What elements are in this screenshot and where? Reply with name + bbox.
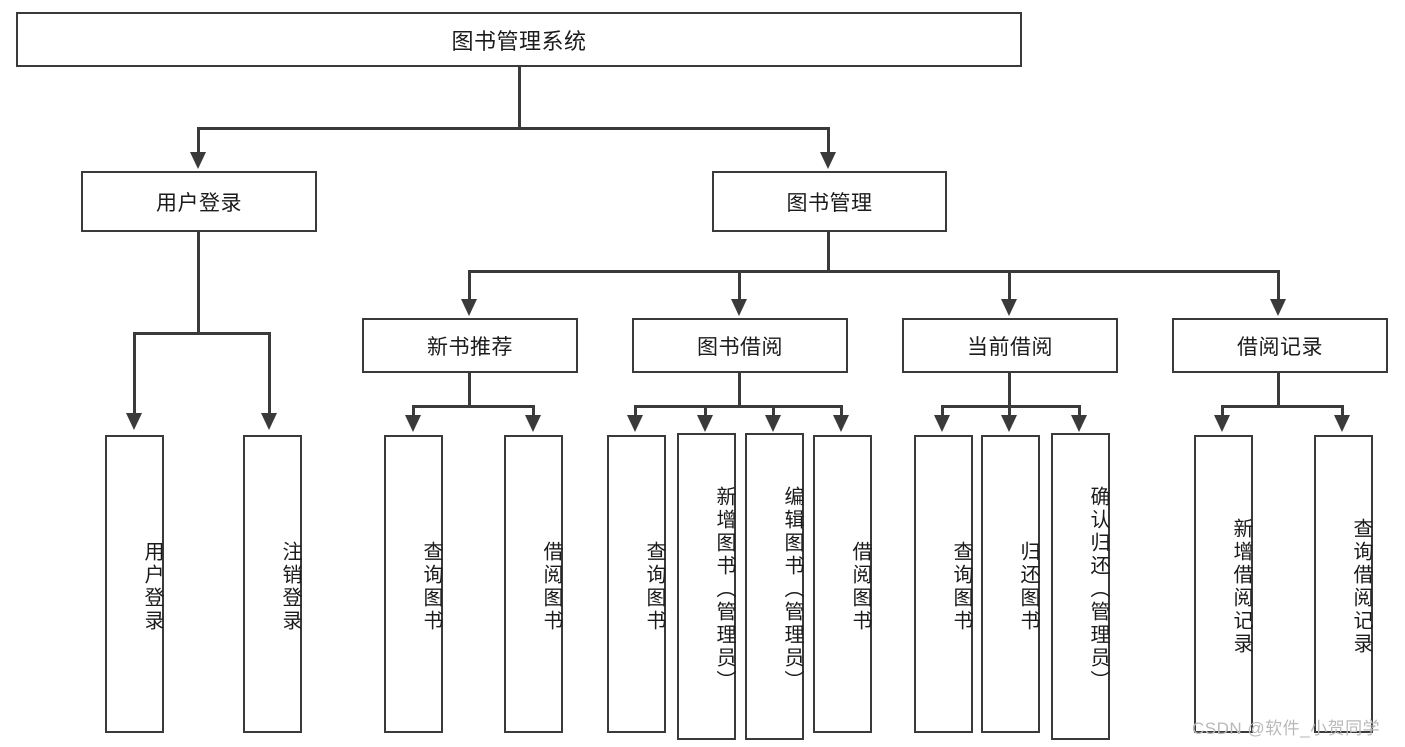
arrow-to-leaf-confirm-return [1071, 415, 1087, 432]
arrow-to-leaf-query-book-c [934, 415, 950, 432]
leaf-borrow-book-recommend[interactable]: 借阅图书 [504, 435, 563, 733]
node-borrow-record[interactable]: 借阅记录 [1172, 318, 1388, 373]
arrow-to-leaf-borrow-book-a [525, 415, 541, 432]
edge-user-login-bus [133, 332, 270, 335]
arrow-to-leaf-user-login [126, 413, 142, 430]
leaf-query-book-borrow[interactable]: 查询图书 [607, 435, 666, 733]
edge-record-drop-1 [1341, 405, 1344, 417]
edge-current-stem [1008, 373, 1011, 406]
arrow-to-current-borrow [1001, 299, 1017, 316]
edge-level1-drop-right [827, 127, 830, 153]
edge-current-drop-0 [941, 405, 944, 417]
leaf-edit-book-admin[interactable]: 编辑图书（管理员） [745, 433, 804, 740]
arrow-to-new-book-recommend [461, 299, 477, 316]
edge-current-bus [941, 405, 1081, 408]
arrow-to-borrow-record [1270, 299, 1286, 316]
leaf-add-book-admin[interactable]: 新增图书（管理员） [677, 433, 736, 740]
node-current-borrow[interactable]: 当前借阅 [902, 318, 1118, 373]
arrow-to-book-borrow [731, 299, 747, 316]
node-new-book-recommend[interactable]: 新书推荐 [362, 318, 578, 373]
edge-book-manage-stem [827, 232, 830, 272]
edge-level2-drop-1 [738, 270, 741, 300]
edge-user-login-drop-0 [133, 332, 136, 414]
edge-level2-drop-0 [468, 270, 471, 300]
edge-root-stem [518, 67, 521, 129]
edge-user-login-stem [197, 232, 200, 333]
edge-current-drop-2 [1078, 405, 1081, 417]
edge-recommend-drop-0 [412, 405, 415, 417]
edge-record-stem [1277, 373, 1280, 406]
edge-level2-bus [468, 270, 1280, 273]
csdn-watermark: CSDN @软件_小贺同学 [1192, 719, 1381, 738]
leaf-user-login[interactable]: 用户登录 [105, 435, 164, 733]
arrow-to-leaf-add-record [1214, 415, 1230, 432]
edge-level1-drop-left [197, 127, 200, 153]
edge-borrow-drop-1 [704, 405, 707, 417]
edge-record-drop-0 [1221, 405, 1224, 417]
arrow-to-leaf-query-book-a [405, 415, 421, 432]
leaf-query-book-current[interactable]: 查询图书 [914, 435, 973, 733]
leaf-logout[interactable]: 注销登录 [243, 435, 302, 733]
edge-level2-drop-2 [1008, 270, 1011, 300]
edge-user-login-drop-1 [268, 332, 271, 414]
edge-level2-drop-3 [1277, 270, 1280, 300]
arrow-to-leaf-logout [261, 413, 277, 430]
edge-borrow-drop-3 [840, 405, 843, 417]
arrow-to-leaf-add-book [697, 415, 713, 432]
arrow-to-book-manage [820, 152, 836, 169]
leaf-return-book[interactable]: 归还图书 [981, 435, 1040, 733]
node-book-manage[interactable]: 图书管理 [712, 171, 947, 232]
edge-borrow-bus [634, 405, 842, 408]
node-book-borrow[interactable]: 图书借阅 [632, 318, 848, 373]
arrow-to-leaf-query-record [1334, 415, 1350, 432]
node-root-system[interactable]: 图书管理系统 [16, 12, 1022, 67]
edge-recommend-bus [412, 405, 534, 408]
arrow-to-leaf-query-book-b [627, 415, 643, 432]
arrow-to-leaf-borrow-book-b [833, 415, 849, 432]
node-user-login[interactable]: 用户登录 [81, 171, 317, 232]
leaf-confirm-return-admin[interactable]: 确认归还（管理员） [1051, 433, 1110, 740]
edge-borrow-drop-2 [772, 405, 775, 417]
arrow-to-leaf-return-book [1001, 415, 1017, 432]
leaf-query-book-recommend[interactable]: 查询图书 [384, 435, 443, 733]
edge-recommend-stem [468, 373, 471, 406]
edge-record-bus [1221, 405, 1343, 408]
arrow-to-leaf-edit-book [765, 415, 781, 432]
leaf-borrow-book-borrow[interactable]: 借阅图书 [813, 435, 872, 733]
edge-level1-bus [197, 127, 830, 130]
arrow-to-user-login [190, 152, 206, 169]
leaf-add-borrow-record[interactable]: 新增借阅记录 [1194, 435, 1253, 733]
edge-recommend-drop-1 [532, 405, 535, 417]
edge-borrow-drop-0 [634, 405, 637, 417]
leaf-query-borrow-record[interactable]: 查询借阅记录 [1314, 435, 1373, 733]
edge-borrow-stem [738, 373, 741, 406]
edge-current-drop-1 [1008, 405, 1011, 417]
